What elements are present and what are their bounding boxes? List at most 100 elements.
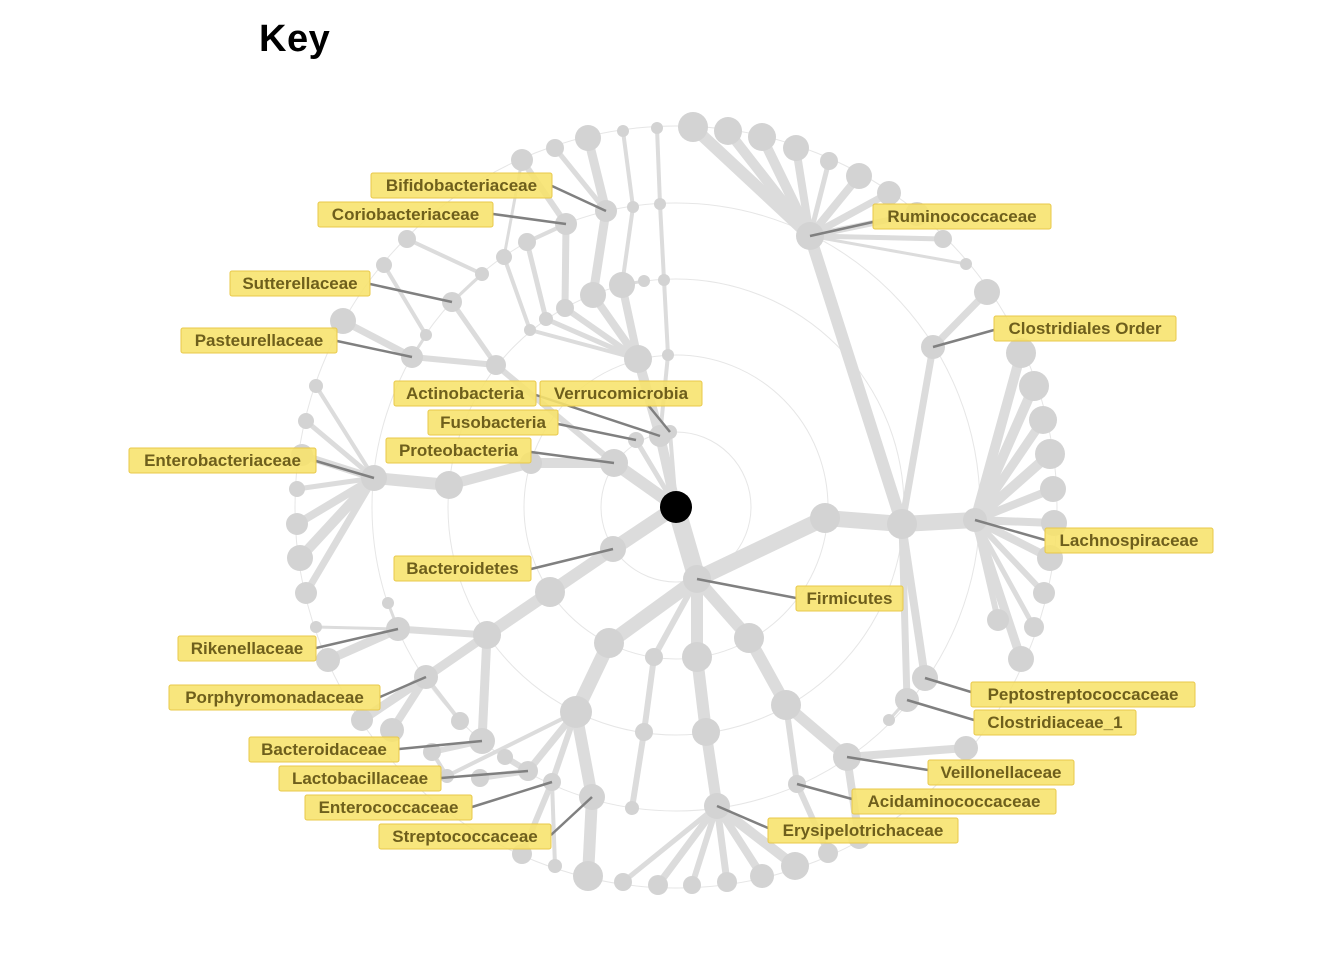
label-text: Proteobacteria — [399, 441, 519, 460]
taxon-label: Verrucomicrobia — [539, 380, 703, 407]
tree-branch — [382, 263, 428, 337]
tree-branch — [314, 384, 376, 480]
tree-node — [1035, 439, 1065, 469]
key-title: Key — [259, 18, 331, 60]
label-text: Bifidobacteriaceae — [386, 176, 537, 195]
tree-node — [648, 875, 668, 895]
tree-branch — [972, 517, 1001, 623]
label-box — [180, 327, 338, 354]
tree-node — [420, 329, 432, 341]
label-text: Enterococcaceae — [319, 798, 459, 817]
tree-branch — [689, 803, 720, 888]
taxon-label: Bacteroidetes — [393, 555, 532, 582]
tree-node — [380, 718, 404, 742]
tree-node — [820, 152, 838, 170]
tree-node — [846, 163, 872, 189]
label-box — [278, 765, 442, 792]
taxon-label: Streptococcaceae — [378, 823, 552, 850]
label-box — [993, 315, 1177, 342]
taxon-label: Bacteroidaceae — [248, 736, 400, 763]
tree-node — [818, 843, 838, 863]
tree-nodes — [286, 112, 1067, 895]
label-box — [168, 684, 381, 711]
tree-node — [954, 736, 978, 760]
label-box — [128, 447, 317, 474]
tree-branch — [654, 802, 721, 889]
tree-branch — [712, 801, 800, 871]
label-box — [767, 817, 959, 844]
tree-node — [887, 509, 917, 539]
label-leader — [550, 796, 593, 836]
label-box — [370, 172, 553, 199]
label-box — [177, 635, 317, 662]
tree-branch — [550, 780, 557, 868]
tree-node — [556, 299, 574, 317]
tree-branch — [543, 316, 641, 362]
tree-node — [286, 513, 308, 535]
taxon-label: Proteobacteria — [385, 437, 532, 464]
label-leader — [471, 780, 553, 809]
label-box — [393, 380, 537, 407]
tree-branch — [970, 415, 1048, 525]
tree-branch — [757, 132, 815, 241]
label-text: Ruminococcaceae — [887, 207, 1036, 226]
tree-node — [987, 609, 1009, 631]
tree-node — [330, 308, 356, 334]
tree-node — [580, 282, 606, 308]
taxon-label: Lactobacillaceae — [278, 765, 442, 792]
tree-node — [771, 690, 801, 720]
tree-branch — [409, 354, 499, 368]
taxon-label: Ruminococcaceae — [872, 203, 1052, 230]
label-text: Clostridiales Order — [1008, 319, 1161, 338]
taxon-label: Sutterellaceae — [229, 270, 371, 297]
label-box — [970, 681, 1196, 708]
tree-node — [451, 712, 469, 730]
tree-node — [1033, 582, 1055, 604]
label-text: Firmicutes — [807, 589, 893, 608]
tree-branch — [357, 672, 431, 725]
tree-branch — [588, 206, 611, 300]
label-leader — [696, 577, 797, 600]
tree-node — [511, 149, 533, 171]
label-box — [872, 203, 1052, 230]
tree-node — [658, 274, 670, 286]
tree-node — [560, 696, 592, 728]
tree-node — [609, 272, 635, 298]
tree-node — [376, 257, 392, 273]
tree-branch — [602, 572, 704, 650]
taxon-label: Peptostreptococcaceae — [970, 681, 1196, 708]
label-text: Enterobacteriaceae — [144, 451, 301, 470]
label-box — [1044, 527, 1214, 554]
label-leader — [974, 518, 1046, 542]
label-leader — [846, 755, 929, 772]
label-leader — [379, 675, 427, 699]
tree-node — [575, 125, 601, 151]
tree-node — [635, 723, 653, 741]
tree-node — [351, 709, 373, 731]
label-leader — [924, 676, 972, 694]
tree-branch — [970, 449, 1055, 525]
tree-branch — [689, 510, 833, 587]
tree-node — [316, 648, 340, 672]
tree-node — [310, 621, 322, 633]
label-text: Acidaminococcaceae — [868, 792, 1041, 811]
label-leaders — [315, 184, 1046, 836]
label-leader — [315, 459, 375, 480]
taxon-labels: BifidobacteriaceaeCoriobacteriaceaeSutte… — [128, 172, 1214, 850]
label-text: Bacteroidetes — [406, 559, 518, 578]
tree-node — [1008, 646, 1034, 672]
label-box — [393, 555, 532, 582]
tree-branch — [394, 625, 491, 639]
tree-node — [683, 876, 701, 894]
tree-node — [473, 621, 501, 649]
taxon-label: Acidaminococcaceae — [851, 788, 1057, 815]
taxon-label: Veillonellaceae — [927, 759, 1075, 786]
tree-node — [518, 233, 536, 251]
tree-node — [617, 125, 629, 137]
label-leader — [336, 339, 413, 359]
tree-branch — [713, 802, 766, 880]
tree-node — [1040, 476, 1066, 502]
taxon-label: Coriobacteriaceae — [317, 201, 494, 228]
label-box — [304, 794, 473, 821]
tree-branch — [662, 278, 670, 357]
